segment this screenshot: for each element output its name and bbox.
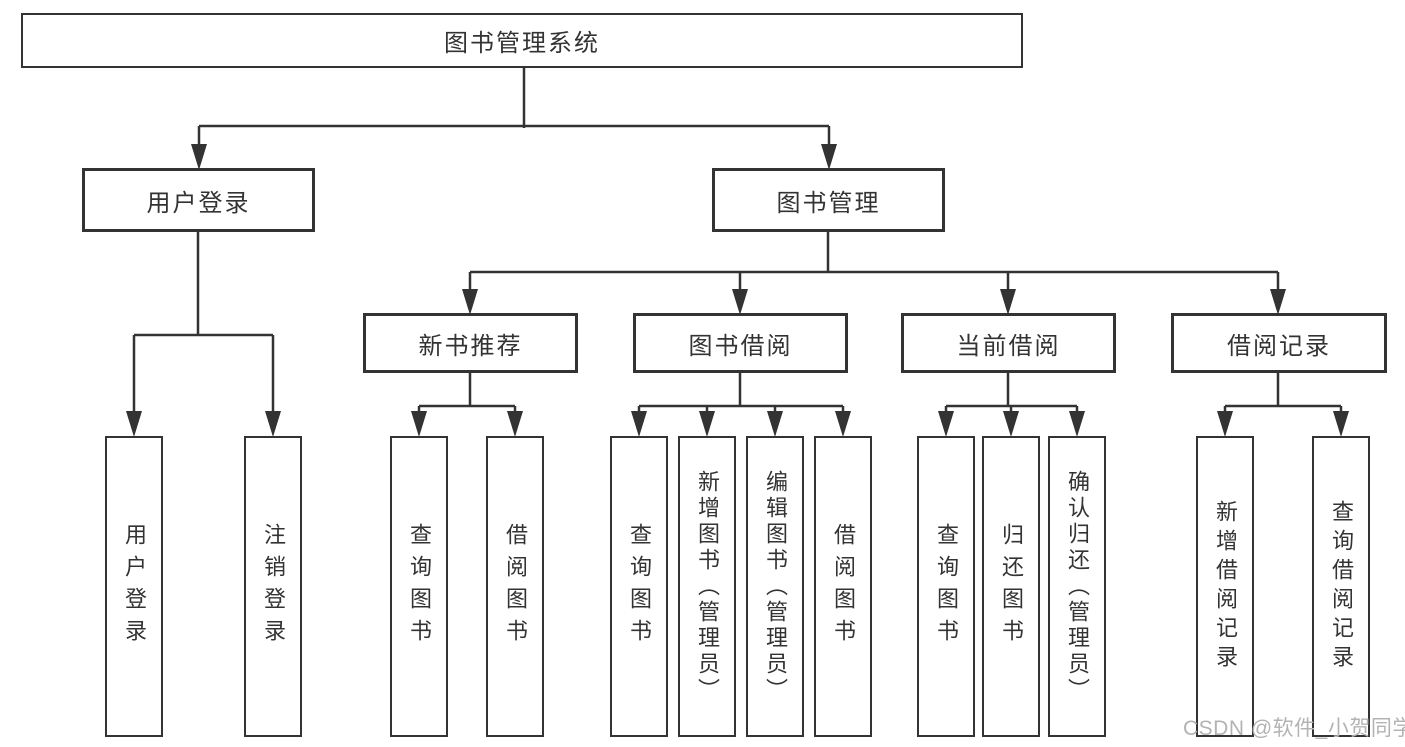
node-leaf-edit-book-admin: 编辑图书（管理员）	[746, 436, 804, 737]
node-leaf-user-login: 用户登录	[105, 436, 163, 737]
arrow-down-icon	[462, 289, 478, 315]
node-new-book-recommend-label: 新书推荐	[418, 332, 523, 360]
leaf-label: 用户登录	[122, 522, 147, 651]
node-borrowing-records-label: 借阅记录	[1227, 332, 1331, 360]
arrow-down-icon	[1217, 411, 1233, 437]
arrow-down-icon	[835, 411, 851, 437]
node-current-borrowing-label: 当前借阅	[956, 332, 1061, 360]
leaf-label: 查询图书	[934, 522, 959, 651]
arrow-down-icon	[126, 411, 142, 437]
leaf-label: 借阅图书	[831, 522, 856, 651]
node-user-login-label: 用户登录	[146, 189, 251, 217]
node-leaf-confirm-return-admin: 确认归还（管理员）	[1048, 436, 1106, 737]
arrow-down-icon	[1069, 411, 1085, 437]
watermark: CSDN @软件_小贺同学	[1183, 717, 1405, 740]
arrow-down-icon	[507, 411, 523, 437]
leaf-label: 新增图书（管理员）	[695, 469, 720, 704]
arrow-down-icon	[1270, 289, 1286, 315]
arrow-down-icon	[821, 144, 837, 170]
node-current-borrowing: 当前借阅	[901, 313, 1116, 373]
node-leaf-add-book-admin: 新增图书（管理员）	[678, 436, 736, 737]
arrow-down-icon	[699, 411, 715, 437]
arrow-down-icon	[767, 411, 783, 437]
arrow-down-icon	[1003, 411, 1019, 437]
node-root: 图书管理系统	[21, 13, 1023, 68]
node-leaf-borrow-books-1: 借阅图书	[486, 436, 544, 737]
arrow-down-icon	[265, 411, 281, 437]
leaf-label: 确认归还（管理员）	[1065, 469, 1090, 704]
arrow-down-icon	[938, 411, 954, 437]
node-leaf-query-borrow-record: 查询借阅记录	[1312, 436, 1370, 737]
leaf-label: 编辑图书（管理员）	[763, 469, 788, 704]
node-leaf-logout: 注销登录	[244, 436, 302, 737]
leaf-label: 归还图书	[999, 522, 1024, 651]
leaf-label: 查询借阅记录	[1329, 499, 1354, 674]
node-leaf-borrow-books-2: 借阅图书	[814, 436, 872, 737]
node-book-borrowing-label: 图书借阅	[688, 332, 793, 360]
node-new-book-recommend: 新书推荐	[363, 313, 578, 373]
node-book-management: 图书管理	[712, 168, 945, 232]
arrow-down-icon	[191, 144, 207, 170]
leaf-label: 查询图书	[627, 522, 652, 651]
node-leaf-return-book: 归还图书	[982, 436, 1040, 737]
node-leaf-query-books-1: 查询图书	[390, 436, 448, 737]
node-leaf-query-books-3: 查询图书	[917, 436, 975, 737]
leaf-label: 新增借阅记录	[1213, 499, 1238, 674]
node-leaf-query-books-2: 查询图书	[610, 436, 668, 737]
arrow-down-icon	[631, 411, 647, 437]
node-book-borrowing: 图书借阅	[633, 313, 848, 373]
node-user-login: 用户登录	[82, 168, 315, 232]
arrow-down-icon	[1333, 411, 1349, 437]
leaf-label: 借阅图书	[503, 522, 528, 651]
node-borrowing-records: 借阅记录	[1171, 313, 1387, 373]
arrow-down-icon	[1000, 289, 1016, 315]
node-book-management-label: 图书管理	[776, 189, 881, 217]
arrow-down-icon	[732, 289, 748, 315]
node-root-label: 图书管理系统	[444, 30, 600, 57]
arrow-down-icon	[411, 411, 427, 437]
node-leaf-add-borrow-record: 新增借阅记录	[1196, 436, 1254, 737]
leaf-label: 注销登录	[261, 522, 286, 651]
leaf-label: 查询图书	[407, 522, 432, 651]
